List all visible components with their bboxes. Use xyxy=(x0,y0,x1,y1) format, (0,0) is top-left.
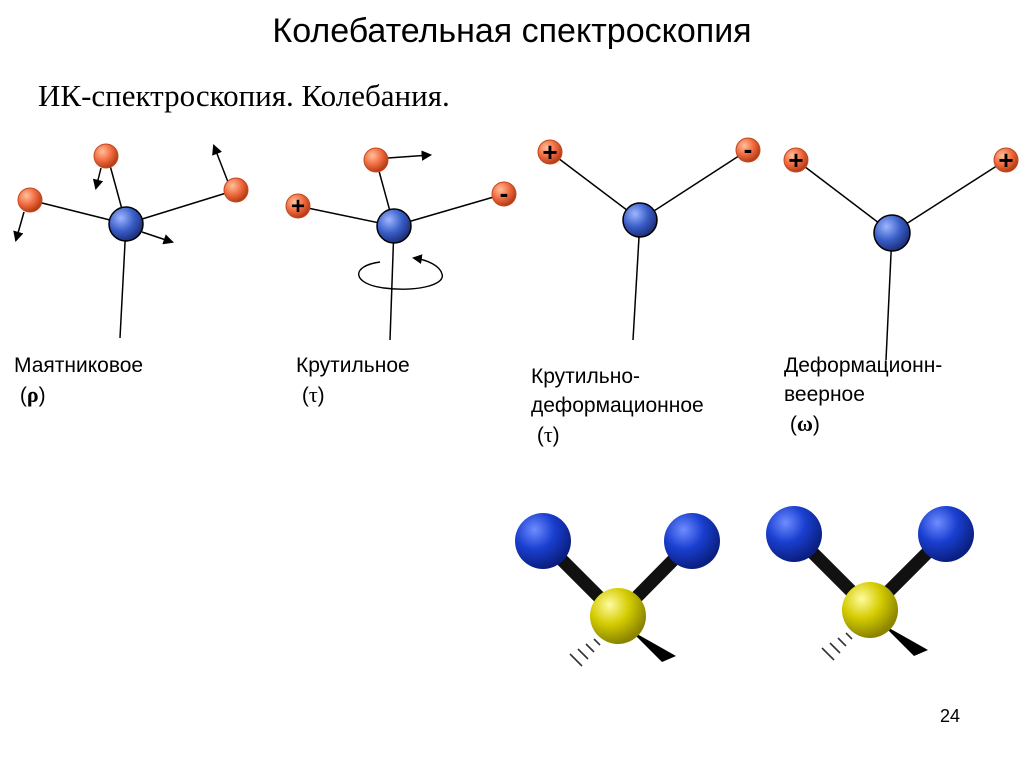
ball-model-right xyxy=(766,506,974,661)
rotation-arrow xyxy=(358,254,443,290)
mode-symbol: (τ) xyxy=(296,382,325,407)
side-atom-plus xyxy=(993,147,1019,173)
wedge-bond xyxy=(882,624,928,656)
side-atom-plus xyxy=(783,147,809,173)
plus-sign: + xyxy=(291,193,305,220)
ligand-ball xyxy=(766,506,822,562)
mode-symbol: (τ) xyxy=(531,422,560,447)
side-atom xyxy=(93,143,119,169)
mode-label-twisting-deformation: Крутильно- деформационное (τ) xyxy=(531,362,704,450)
bond-line xyxy=(125,189,237,225)
slide-title: Колебательная спектроскопия xyxy=(272,12,752,50)
rocking-diagram xyxy=(13,143,249,339)
mode-name: Крутильное xyxy=(296,354,410,377)
twisting-diagram: + - xyxy=(285,147,517,341)
slide-subtitle: ИК-спектроскопия. Колебания. xyxy=(38,78,450,113)
side-atom-plus xyxy=(537,139,563,165)
mode-symbol: (ω) xyxy=(784,411,820,436)
bond-line xyxy=(632,219,641,341)
center-ball xyxy=(590,588,646,644)
ligand-ball xyxy=(515,513,571,569)
side-atom-minus xyxy=(491,181,517,207)
bond-line xyxy=(549,151,641,221)
plus-sign: + xyxy=(998,145,1013,175)
mode-label-wagging: Деформационн- веерное (ω) xyxy=(784,351,942,439)
side-atom-minus xyxy=(735,137,761,163)
side-atom xyxy=(17,187,43,213)
central-atom xyxy=(108,206,144,242)
central-atom xyxy=(622,202,658,238)
mode-name-line1: Крутильно- xyxy=(531,365,640,388)
central-atom xyxy=(376,208,412,244)
mode-symbol: (ρ) xyxy=(14,382,46,407)
mode-label-twisting: Крутильное (τ) xyxy=(296,351,410,410)
motion-arrow xyxy=(387,150,433,161)
wedge-bond xyxy=(630,630,676,662)
center-ball xyxy=(842,582,898,638)
mode-name-line2: деформационное xyxy=(531,394,704,417)
minus-sign: - xyxy=(500,178,509,208)
wagging-diagram: + + xyxy=(783,145,1019,361)
bond-line xyxy=(891,159,1007,234)
central-atom xyxy=(873,214,911,252)
motion-arrow xyxy=(13,211,25,243)
bond-line xyxy=(885,232,893,361)
hashed-bond xyxy=(569,633,607,667)
motion-arrow xyxy=(92,167,104,191)
minus-sign: - xyxy=(744,134,753,164)
mode-name: Маятниковое xyxy=(14,354,144,377)
bond-line xyxy=(639,149,749,221)
mode-label-rocking: Маятниковое (ρ) xyxy=(14,351,143,410)
ligand-ball xyxy=(664,513,720,569)
bond-line xyxy=(119,223,127,339)
ligand-ball xyxy=(918,506,974,562)
side-atom xyxy=(363,147,389,173)
bond-line xyxy=(389,225,395,341)
side-atom xyxy=(223,177,249,203)
mode-name-line2: веерное xyxy=(784,383,865,406)
hashed-bond xyxy=(821,627,859,661)
twisting-deformation-diagram: + - xyxy=(537,134,761,341)
plus-sign: + xyxy=(788,145,803,175)
mode-name-line1: Деформационн- xyxy=(784,354,943,377)
side-atom-plus xyxy=(285,193,311,219)
bond-line xyxy=(795,159,893,234)
bond-line xyxy=(393,193,505,227)
plus-sign: + xyxy=(542,137,557,167)
motion-arrow xyxy=(212,144,229,183)
page-number: 24 xyxy=(940,706,961,726)
motion-arrow xyxy=(141,231,174,245)
ball-model-left xyxy=(515,513,720,667)
